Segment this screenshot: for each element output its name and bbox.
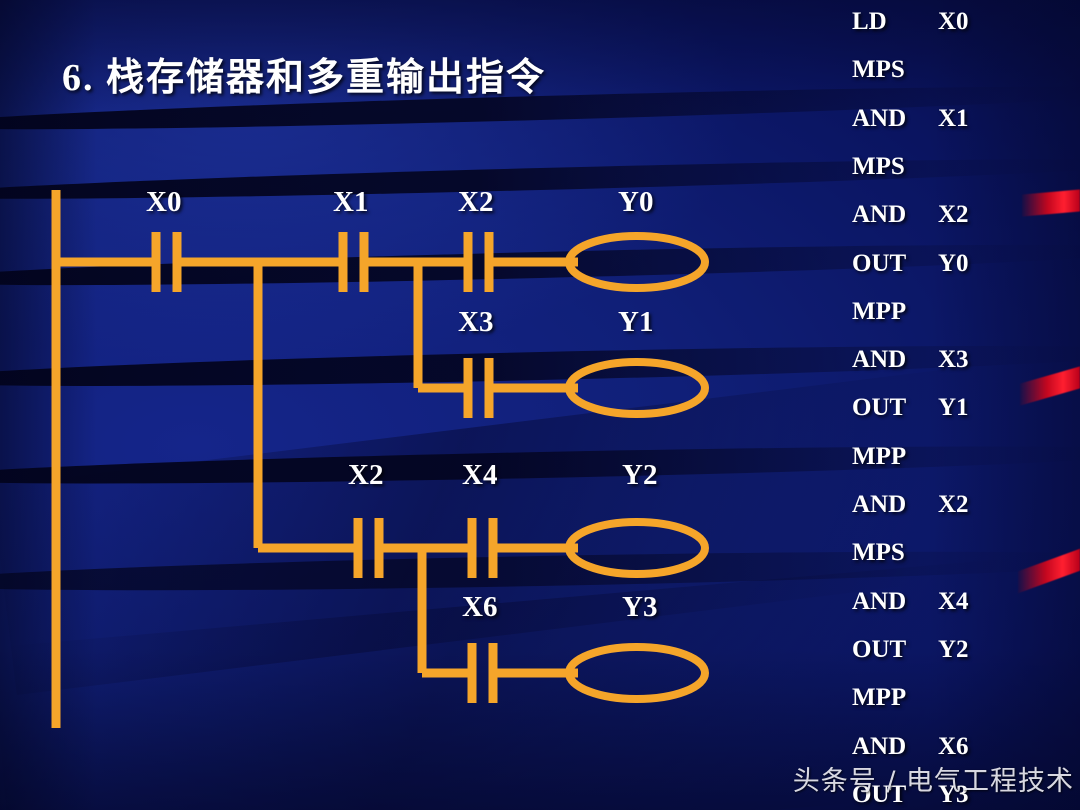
- coil-y1: [565, 358, 709, 418]
- instruction-row: AND X6: [852, 733, 1080, 767]
- instruction-row: AND X1: [852, 105, 1080, 139]
- ladder-diagram: [51, 190, 709, 728]
- instruction-row: MPS: [852, 153, 1080, 187]
- ladder-label-x3-4: X3: [458, 306, 494, 338]
- instruction-row: MPS: [852, 539, 1080, 573]
- ladder-label-x4-7: X4: [462, 459, 498, 491]
- ladder-label-x1-1: X1: [333, 186, 369, 218]
- coil-y2: [565, 518, 709, 578]
- instruction-mnemonic: AND: [852, 346, 907, 374]
- instruction-operand: X3: [938, 346, 969, 374]
- instruction-row: MPS: [852, 56, 1080, 90]
- ladder-label-y1-5: Y1: [618, 306, 654, 338]
- slide-title: 6. 栈存储器和多重输出指令: [62, 57, 547, 99]
- instruction-operand: Y2: [938, 635, 969, 663]
- instruction-operand: Y1: [938, 394, 969, 422]
- instruction-row: AND X2: [852, 491, 1080, 525]
- instruction-mnemonic: MPP: [852, 297, 907, 325]
- instruction-row: AND X3: [852, 346, 1080, 380]
- instruction-row: AND X2: [852, 201, 1080, 235]
- instruction-mnemonic: MPP: [852, 684, 907, 712]
- contact-x0: [151, 232, 182, 292]
- watermark-text: 头条号 / 电气工程技术: [792, 766, 1074, 797]
- instruction-row: OUT Y3: [852, 781, 1080, 810]
- ladder-label-y0-3: Y0: [618, 186, 654, 218]
- instruction-row: MPP: [852, 684, 1080, 718]
- instruction-row: LD X0: [852, 8, 1080, 42]
- instruction-row: AND X4: [852, 588, 1080, 622]
- ladder-label-y2-8: Y2: [622, 459, 658, 491]
- contact-x3: [463, 358, 494, 418]
- contact-x6: [467, 643, 498, 703]
- instruction-row: OUT Y2: [852, 636, 1080, 670]
- instruction-operand: X2: [938, 491, 969, 518]
- instruction-mnemonic: MPP: [852, 442, 907, 470]
- contact-x1: [338, 232, 369, 292]
- instruction-mnemonic: AND: [852, 491, 907, 518]
- instruction-mnemonic: AND: [852, 732, 907, 760]
- coil-y3: [565, 643, 709, 703]
- instruction-mnemonic: AND: [852, 104, 907, 132]
- ladder-label-x0-0: X0: [146, 186, 182, 218]
- instruction-row: OUT Y0: [852, 250, 1080, 284]
- instruction-mnemonic: MPS: [852, 56, 905, 84]
- instruction-operand: X0: [938, 8, 969, 35]
- instruction-operand: X4: [938, 587, 969, 615]
- ladder-label-x2-6: X2: [348, 459, 384, 491]
- contact-x2-upper: [463, 232, 494, 292]
- ladder-label-y3-10: Y3: [622, 591, 658, 623]
- instruction-operand: Y3: [938, 780, 969, 808]
- instruction-operand: X1: [938, 104, 969, 132]
- ladder-label-x6-9: X6: [462, 591, 498, 623]
- instruction-mnemonic: OUT: [852, 249, 907, 277]
- instruction-mnemonic: OUT: [852, 635, 907, 663]
- instruction-operand: X2: [938, 201, 969, 229]
- instruction-operand: Y0: [938, 249, 969, 277]
- contact-x4: [467, 518, 498, 578]
- instruction-mnemonic: AND: [852, 201, 907, 229]
- instruction-mnemonic: OUT: [852, 780, 907, 808]
- instruction-row: MPP: [852, 298, 1080, 332]
- instruction-mnemonic: MPS: [852, 539, 905, 567]
- ladder-label-x2-2: X2: [458, 186, 494, 218]
- instruction-row: MPP: [852, 443, 1080, 477]
- instruction-mnemonic: OUT: [852, 394, 907, 422]
- instruction-row: OUT Y1: [852, 394, 1080, 428]
- instruction-mnemonic: LD: [852, 8, 887, 35]
- coil-y0: [565, 232, 709, 292]
- instruction-operand: X6: [938, 732, 969, 760]
- contact-x2-lower: [353, 518, 384, 578]
- instruction-mnemonic: AND: [852, 587, 907, 615]
- instruction-mnemonic: MPS: [852, 152, 905, 180]
